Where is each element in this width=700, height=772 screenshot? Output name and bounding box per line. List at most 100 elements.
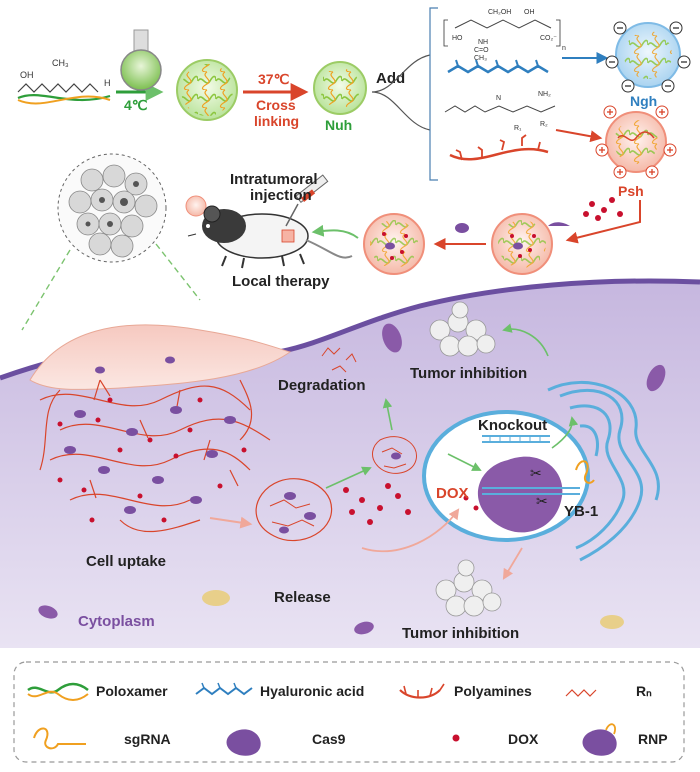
linking-label: linking — [254, 113, 299, 129]
mitochondrion-icon — [38, 323, 666, 635]
arrow-uptake-release — [209, 516, 253, 529]
legend-cas9: Cas9 — [312, 731, 346, 747]
nuh-label: Nuh — [325, 117, 352, 133]
cross-label: Cross — [256, 97, 296, 113]
dox-label: DOX — [436, 485, 469, 502]
flask-icon — [120, 29, 162, 91]
polyamines-icon — [399, 689, 441, 699]
zoom-lines — [21, 243, 201, 331]
endoplasmic-reticulum — [547, 380, 660, 562]
polyamine-nh2-label: NH₂ — [538, 91, 551, 98]
injected-gel-small — [185, 195, 207, 217]
rnp-icon-sgrna — [605, 723, 616, 735]
legend: Poloxamer Hyaluronic acid Polyamines Rₙ … — [13, 661, 685, 763]
degraded-fragments — [321, 347, 357, 373]
dna-rungs — [489, 436, 541, 442]
syringe-icon — [285, 174, 329, 227]
poloxamer-h-label: H — [104, 78, 111, 88]
additive-bracket — [429, 7, 438, 181]
final-dox-dots — [382, 232, 408, 260]
arrow-knockout — [551, 416, 579, 449]
polyamine-structure: N NH₂ R₁ R₂ — [444, 91, 556, 132]
cas9-icon — [226, 729, 261, 756]
cold-temperature-label: 4℃ — [124, 97, 148, 113]
sgrna-in-nucleus — [575, 460, 595, 484]
polyamine-r1-label: R₁ — [514, 125, 522, 132]
scissors-icon: ✂ — [530, 465, 542, 481]
arrow-to-degradation — [382, 398, 393, 431]
cell-uptake-label: Cell uptake — [86, 553, 166, 570]
polyamine-n-label: N — [496, 95, 501, 102]
release-label: Release — [274, 589, 331, 606]
yb1-label: YB-1 — [564, 503, 598, 520]
inhibited-cells-bottom — [435, 559, 502, 617]
tumor-inhibition-bottom-label: Tumor inhibition — [402, 625, 519, 642]
synthesis-section: OH CH₃ H 4℃ 37℃ Cross linking Nuh Add CH… — [17, 7, 691, 275]
ha-oh-label: OH — [524, 9, 535, 16]
polyamine-r2-label: R₂ — [540, 121, 548, 128]
hyaluronic-chain — [447, 64, 549, 74]
ha-co-label: C=O — [474, 47, 489, 54]
add-branch-lines — [371, 54, 431, 131]
mouse-icon — [187, 205, 353, 269]
free-dox-dots — [343, 483, 411, 525]
tumor-inhibition-top-label: Tumor inhibition — [410, 365, 527, 382]
poloxamer-oh-label: OH — [20, 70, 34, 80]
poloxamer-icon-secondary — [27, 690, 89, 701]
dox-dot-icon — [452, 734, 460, 742]
arrow-psh-down — [565, 200, 641, 244]
nuh-hydrogel-mesh — [320, 68, 360, 108]
legend-polyamines: Polyamines — [454, 683, 532, 699]
sgrna-icon — [33, 727, 86, 750]
arrow-to-inhibition-bottom — [502, 547, 523, 580]
add-label: Add — [376, 70, 405, 87]
ha-nh-label: NH — [478, 39, 488, 46]
final-rnp — [385, 242, 395, 250]
rnp-icon-top — [548, 222, 570, 226]
knockout-label: Knockout — [478, 417, 547, 434]
polyamine-branches — [455, 134, 541, 161]
arrow-to-nucleus — [447, 453, 482, 471]
golgi-icon — [202, 590, 624, 629]
arrow-to-inhibition-top — [502, 323, 549, 357]
legend-box — [13, 661, 685, 763]
legend-hyaluronic-acid: Hyaluronic acid — [260, 683, 364, 699]
degradation-label: Degradation — [278, 377, 366, 394]
ha-co2-label: CO₂⁻ — [540, 35, 557, 42]
legend-dox: DOX — [508, 731, 539, 747]
psh-label: Psh — [618, 183, 644, 199]
intratumoral-label: Intratumoral — [230, 171, 318, 188]
dna-icon — [482, 435, 580, 495]
tumor-tissue — [57, 153, 167, 263]
dox-network-dots — [57, 397, 247, 523]
rnp-cluster — [64, 356, 236, 514]
warm-temperature-label: 37℃ — [258, 71, 290, 87]
release-particle — [255, 478, 333, 542]
legend-poloxamer: Poloxamer — [96, 683, 168, 699]
dox-dots-cluster — [583, 197, 623, 221]
ha-ch2oh-label: CH₂OH — [488, 9, 511, 16]
cell-section: ✂ ✂ Degradation Tumor inhibition Knockou… — [0, 278, 700, 648]
poloxamer-icon — [27, 682, 89, 694]
ha-ho-label: HO — [452, 35, 463, 42]
rnp-icon — [582, 729, 617, 756]
degradation-particle — [372, 436, 417, 474]
rn-structure-icon — [565, 689, 597, 697]
polyamine-chain — [449, 147, 549, 161]
nucleus-dox-dots — [463, 495, 479, 511]
rnp-small-icon — [455, 223, 469, 233]
psh-hydrogel — [595, 105, 677, 179]
loaded-dox-dots — [510, 234, 536, 258]
cytoplasm-label: Cytoplasm — [78, 613, 155, 630]
hyaluronic-acid-icon — [195, 686, 253, 696]
polyamine-network — [39, 379, 271, 533]
legend-rnp: RNP — [638, 731, 668, 747]
hyaluronic-branches — [455, 59, 539, 67]
ngh-label: Ngh — [630, 93, 657, 109]
poloxamer-ch3-label: CH₃ — [52, 58, 69, 68]
arrow-release-degradation — [325, 466, 372, 489]
local-therapy-label: Local therapy — [232, 273, 330, 290]
poloxamer-structure: OH CH₃ H — [17, 58, 111, 105]
legend-rn: Rₙ — [636, 683, 652, 699]
